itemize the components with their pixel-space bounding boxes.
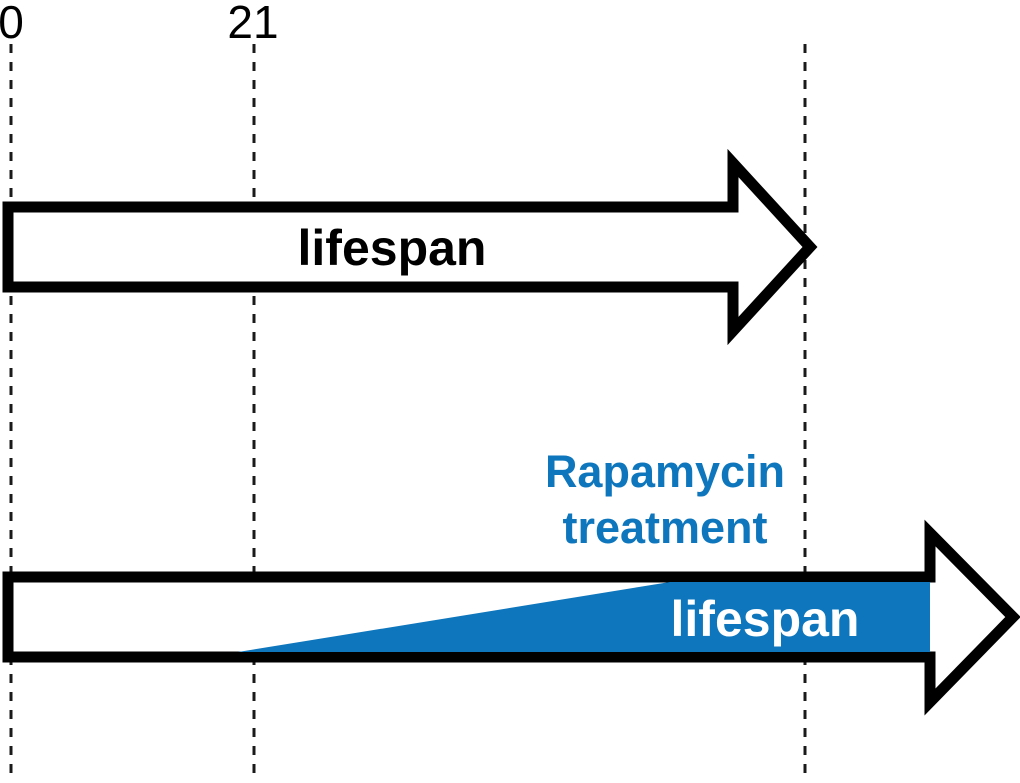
rapamycin-treatment-wedge <box>238 582 930 652</box>
control-arrow-label: lifespan <box>298 220 487 276</box>
rapamycin-treatment-annotation: Rapamycin treatment <box>545 446 785 553</box>
control-arrow-outline <box>2 148 818 346</box>
guide-lines-group <box>9 44 807 776</box>
axis-tick-labels: 0 21 <box>0 0 279 48</box>
treated-lifespan-arrow: lifespan <box>2 519 1020 716</box>
rapamycin-treatment-line-2: treatment <box>562 502 767 553</box>
rapamycin-treatment-line-1: Rapamycin <box>545 446 785 497</box>
tick-label-21: 21 <box>227 0 278 48</box>
treated-arrow-label: lifespan <box>671 591 860 647</box>
control-lifespan-arrow: lifespan <box>2 148 818 346</box>
tick-label-0: 0 <box>0 0 24 48</box>
